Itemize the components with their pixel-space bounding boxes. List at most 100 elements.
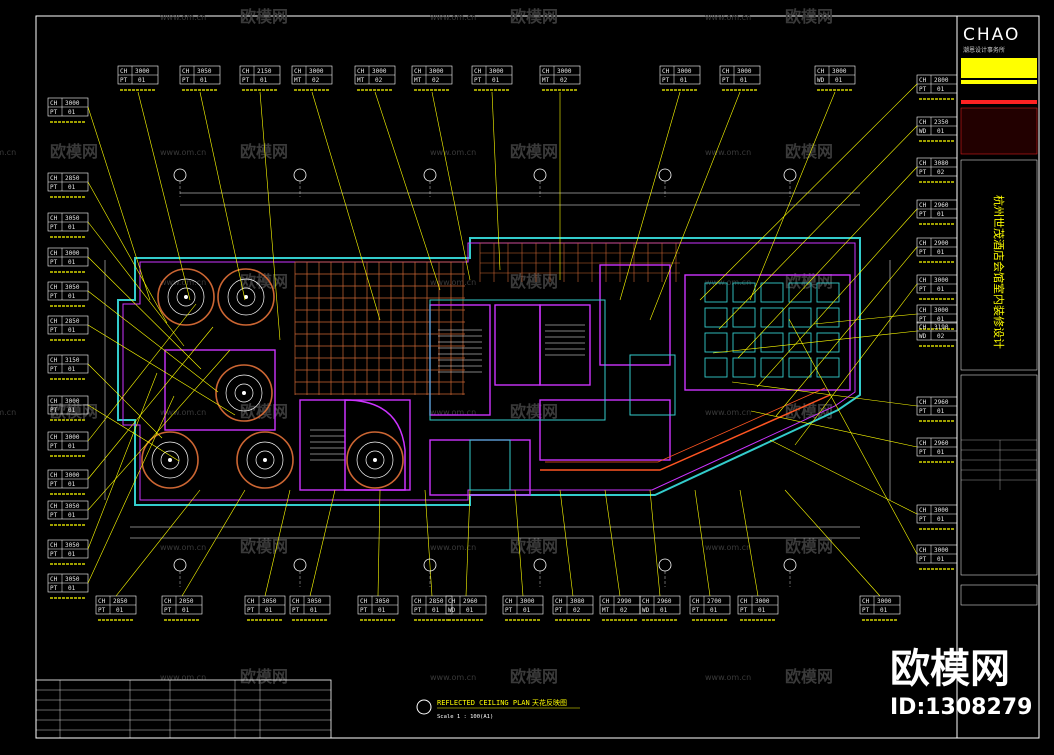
tag-code: CH xyxy=(242,68,250,75)
tag-code: CH xyxy=(98,598,106,605)
tag-material-code: 02 xyxy=(573,607,581,614)
tag-material-code: 01 xyxy=(68,109,76,116)
tag-material: WD xyxy=(448,607,456,614)
sheet-border xyxy=(35,15,1040,739)
tag-height: 2960 xyxy=(934,440,949,447)
tag-material-code: 01 xyxy=(182,607,190,614)
watermark-domain: www.om.cn xyxy=(160,543,206,552)
tag-material-code: 01 xyxy=(68,184,76,191)
tag-height: 2350 xyxy=(934,119,949,126)
tag-height: 3050 xyxy=(65,284,80,291)
tag-height: 3000 xyxy=(65,398,80,405)
tag-code: CH xyxy=(919,399,927,406)
tag-height: 3050 xyxy=(307,598,322,605)
tag-material-code: 01 xyxy=(68,327,76,334)
watermark-text: 欧模网 xyxy=(785,272,833,291)
tag-height: 2960 xyxy=(463,598,478,605)
tag-height: 3000 xyxy=(877,598,892,605)
tag-code: CH xyxy=(740,598,748,605)
tag-height: 2960 xyxy=(934,399,949,406)
tag-material: WD xyxy=(919,333,927,340)
tag-height: 3150 xyxy=(65,357,80,364)
circle-marker-icon xyxy=(173,168,187,182)
watermark-brand-large: 欧模网 xyxy=(890,646,1010,692)
drawing-scale: Scale 1 : 100(A1) xyxy=(437,714,493,720)
project-title: 杭州世茂酒店会馆室内装修设计 xyxy=(992,195,1006,349)
tag-height: 3050 xyxy=(65,576,80,583)
tag-height: 3050 xyxy=(65,503,80,510)
tag-code: CH xyxy=(862,598,870,605)
tag-code: CH xyxy=(722,68,730,75)
drawing-title: REFLECTED CEILING PLAN xyxy=(437,699,530,707)
tag-code: CH xyxy=(294,68,302,75)
tag-height: 3000 xyxy=(135,68,150,75)
watermark-domain: www.om.cn xyxy=(705,13,751,22)
tag-material-code: 01 xyxy=(740,77,748,84)
circle-marker-icon xyxy=(783,168,797,182)
tag-height: 3050 xyxy=(197,68,212,75)
watermark-domain: www.om.cn xyxy=(160,408,206,417)
tag-material-code: 01 xyxy=(68,551,76,558)
watermark-domain: www.om.cn xyxy=(705,543,751,552)
round-fixture xyxy=(215,364,273,422)
tag-code: CH xyxy=(919,324,927,331)
tag-code: CH xyxy=(120,68,128,75)
section-markers xyxy=(173,168,797,587)
tag-material-code: 01 xyxy=(68,585,76,592)
tag-code: CH xyxy=(292,598,300,605)
tag-material-code: 01 xyxy=(710,607,718,614)
tag-material: PT xyxy=(50,407,58,414)
tag-code: CH xyxy=(919,119,927,126)
tag-code: CH xyxy=(50,503,58,510)
tag-material: PT xyxy=(919,556,927,563)
tag-material: PT xyxy=(50,551,58,558)
tag-height: 3000 xyxy=(429,68,444,75)
watermark-text: 欧模网 xyxy=(785,7,833,26)
tag-material: PT xyxy=(360,607,368,614)
watermark-id: ID:1308279 xyxy=(890,695,1032,720)
watermark-domain: www.om.cn xyxy=(705,408,751,417)
tag-material: PT xyxy=(242,77,250,84)
round-fixture xyxy=(346,431,404,489)
tag-material-code: 02 xyxy=(937,333,945,340)
tag-material: PT xyxy=(919,86,927,93)
tag-height: 2800 xyxy=(934,77,949,84)
watermark-text: 欧模网 xyxy=(785,537,833,556)
tag-code: CH xyxy=(542,68,550,75)
watermark-text: 欧模网 xyxy=(510,667,558,686)
tag-material-code: 01 xyxy=(835,77,843,84)
tag-material-code: 01 xyxy=(68,224,76,231)
tag-code: CH xyxy=(414,68,422,75)
tag-material: MT xyxy=(414,77,422,84)
watermark-domain: www.om.cn xyxy=(160,148,206,157)
tag-height: 3050 xyxy=(65,542,80,549)
tag-material: PT xyxy=(919,449,927,456)
tag-code: CH xyxy=(164,598,172,605)
tag-code: CH xyxy=(50,398,58,405)
tag-height: 2990 xyxy=(617,598,632,605)
tag-material: WD xyxy=(817,77,825,84)
tag-code: CH xyxy=(50,175,58,182)
tag-material-code: 01 xyxy=(937,556,945,563)
